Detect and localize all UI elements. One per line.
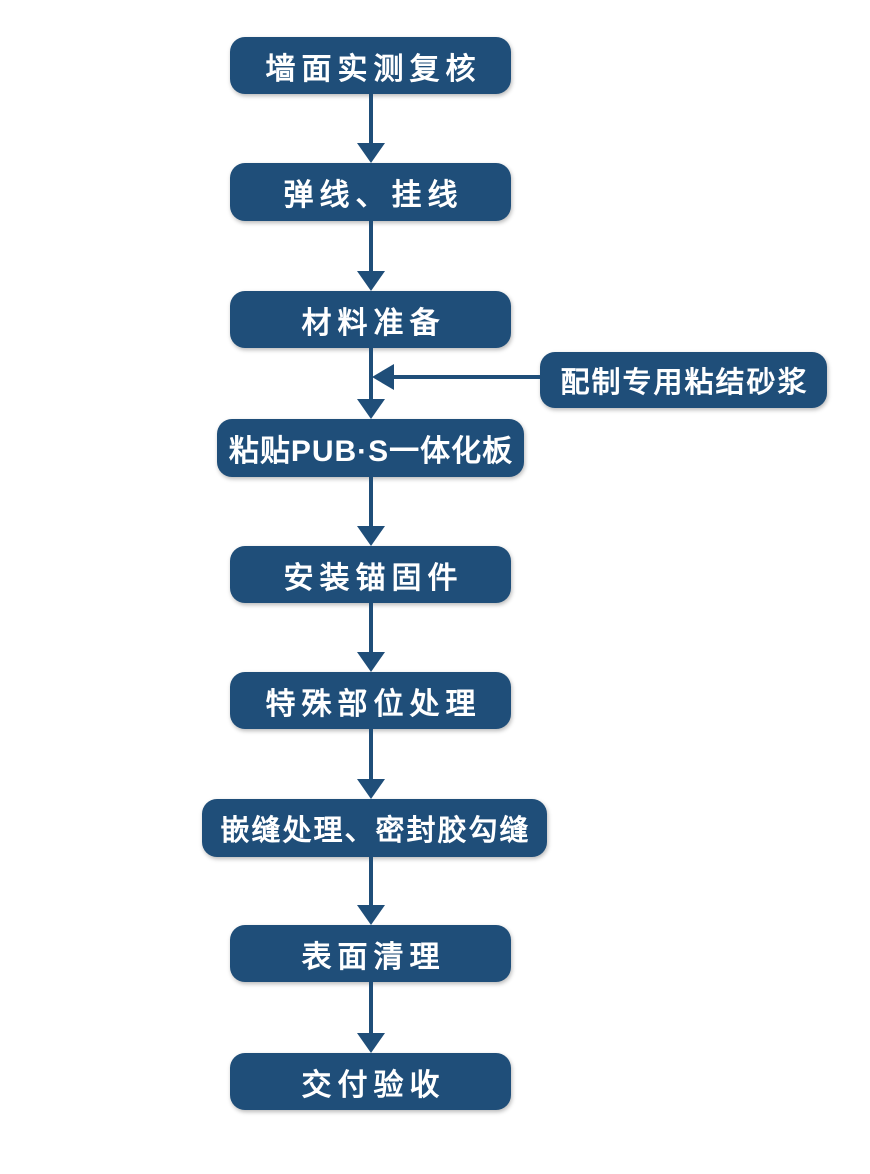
arrow-down-icon	[357, 652, 385, 672]
connector-line-2-3	[369, 221, 373, 271]
connector-line-5-6	[369, 603, 373, 652]
flow-step-special-parts: 特殊部位处理	[230, 672, 511, 729]
connector-line-3-4	[369, 348, 373, 399]
arrow-down-icon	[357, 143, 385, 163]
arrow-down-icon	[357, 1033, 385, 1053]
arrow-down-icon	[357, 271, 385, 291]
connector-line-4-5	[369, 477, 373, 526]
connector-line-1-2	[369, 94, 373, 143]
connector-line-7-8	[369, 857, 373, 905]
arrow-left-icon	[372, 364, 394, 390]
connector-line-6-7	[369, 729, 373, 779]
flow-step-snap-lines: 弹线、挂线	[230, 163, 511, 221]
arrow-down-icon	[357, 526, 385, 546]
arrow-down-icon	[357, 905, 385, 925]
flow-step-surface-cleaning: 表面清理	[230, 925, 511, 982]
flow-step-acceptance: 交付验收	[230, 1053, 511, 1110]
arrow-down-icon	[357, 399, 385, 419]
flow-step-install-anchors: 安装锚固件	[230, 546, 511, 603]
flow-step-paste-board: 粘贴PUB·S一体化板	[217, 419, 524, 477]
flow-step-wall-survey: 墙面实测复核	[230, 37, 511, 94]
arrow-down-icon	[357, 779, 385, 799]
flow-step-joint-sealing: 嵌缝处理、密封胶勾缝	[202, 799, 547, 857]
connector-line-8-9	[369, 982, 373, 1033]
flow-side-input-mortar: 配制专用粘结砂浆	[540, 352, 827, 408]
connector-line-side-input	[394, 375, 540, 379]
flow-step-material-prep: 材料准备	[230, 291, 511, 348]
